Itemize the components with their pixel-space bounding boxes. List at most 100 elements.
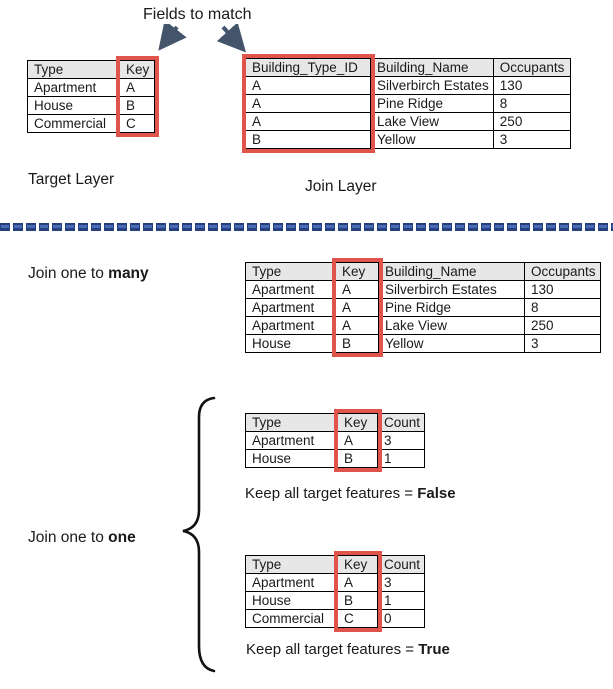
- table-cell: A: [245, 112, 371, 131]
- keep-true-caption-bold: True: [418, 641, 450, 658]
- table-cell: B: [337, 591, 378, 610]
- table-cell: 130: [492, 76, 571, 95]
- column-header: Building_Name: [378, 262, 525, 281]
- column-header: Key: [119, 60, 155, 79]
- column-header: Occupants: [524, 262, 601, 281]
- table-cell: 3: [524, 334, 601, 353]
- table-cell: 3: [492, 130, 571, 149]
- join-one-to-many-label: Join one to many: [28, 265, 149, 283]
- table-cell: House: [245, 449, 338, 468]
- table-cell: C: [337, 609, 378, 628]
- table-cell: Commercial: [27, 114, 120, 133]
- curly-brace-icon: [182, 396, 216, 673]
- table-cell: A: [337, 573, 378, 592]
- table-cell: 1: [376, 449, 426, 468]
- table-cell: 3: [376, 431, 426, 450]
- table-cell: Apartment: [27, 78, 120, 97]
- column-header: Building_Name: [370, 58, 494, 77]
- table-cell: B: [335, 334, 379, 353]
- table-cell: B: [119, 96, 155, 115]
- table-cell: C: [119, 114, 155, 133]
- table-cell: Lake View: [370, 112, 494, 131]
- table-cell: A: [245, 76, 371, 95]
- table-cell: 1: [376, 591, 426, 610]
- column-header: Key: [335, 262, 379, 281]
- column-header: Building_Type_ID: [245, 58, 371, 77]
- table-cell: 250: [524, 316, 601, 335]
- down-left-arrow-icon: [158, 24, 187, 51]
- table-cell: 250: [492, 112, 571, 131]
- table-cell: Pine Ridge: [370, 94, 494, 113]
- table-cell: 8: [492, 94, 571, 113]
- table-cell: Apartment: [245, 573, 338, 592]
- dashed-divider-line: [0, 223, 613, 231]
- keep-true-caption: Keep all target features = True: [246, 641, 450, 658]
- column-header: Key: [337, 413, 378, 432]
- table-cell: Silverbirch Estates: [370, 76, 494, 95]
- column-header: Type: [27, 60, 120, 79]
- fields-to-match-title: Fields to match: [143, 6, 252, 23]
- join-one-to-one-label-bold: one: [108, 529, 136, 546]
- table-cell: A: [335, 316, 379, 335]
- down-right-arrow-icon: [216, 24, 247, 53]
- table-cell: Silverbirch Estates: [378, 280, 525, 299]
- table-cell: B: [337, 449, 378, 468]
- table-cell: Yellow: [378, 334, 525, 353]
- column-header: Count: [376, 413, 426, 432]
- join-layer-caption: Join Layer: [305, 178, 377, 195]
- table-cell: A: [245, 94, 371, 113]
- table-cell: Yellow: [370, 130, 494, 149]
- keep-false-caption-text: Keep all target features =: [245, 485, 418, 502]
- join-one-to-one-label-text: Join one to: [28, 529, 109, 546]
- column-header: Occupants: [492, 58, 571, 77]
- keep-false-caption: Keep all target features = False: [245, 485, 456, 502]
- table-cell: A: [335, 280, 379, 299]
- table-cell: B: [245, 130, 371, 149]
- table-cell: Lake View: [378, 316, 525, 335]
- table-cell: A: [335, 298, 379, 317]
- table-cell: Apartment: [245, 431, 338, 450]
- table-cell: Pine Ridge: [378, 298, 525, 317]
- table-cell: A: [119, 78, 155, 97]
- table-cell: 130: [524, 280, 601, 299]
- table-cell: Apartment: [245, 316, 336, 335]
- table-cell: 0: [376, 609, 426, 628]
- column-header: Key: [337, 555, 378, 574]
- table-cell: Apartment: [245, 280, 336, 299]
- table-cell: 3: [376, 573, 426, 592]
- table-cell: House: [27, 96, 120, 115]
- column-header: Type: [245, 262, 336, 281]
- table-cell: A: [337, 431, 378, 450]
- table-cell: House: [245, 334, 336, 353]
- table-cell: Apartment: [245, 298, 336, 317]
- join-one-to-many-label-bold: many: [108, 265, 149, 282]
- fields-to-match-arrows: [158, 24, 247, 53]
